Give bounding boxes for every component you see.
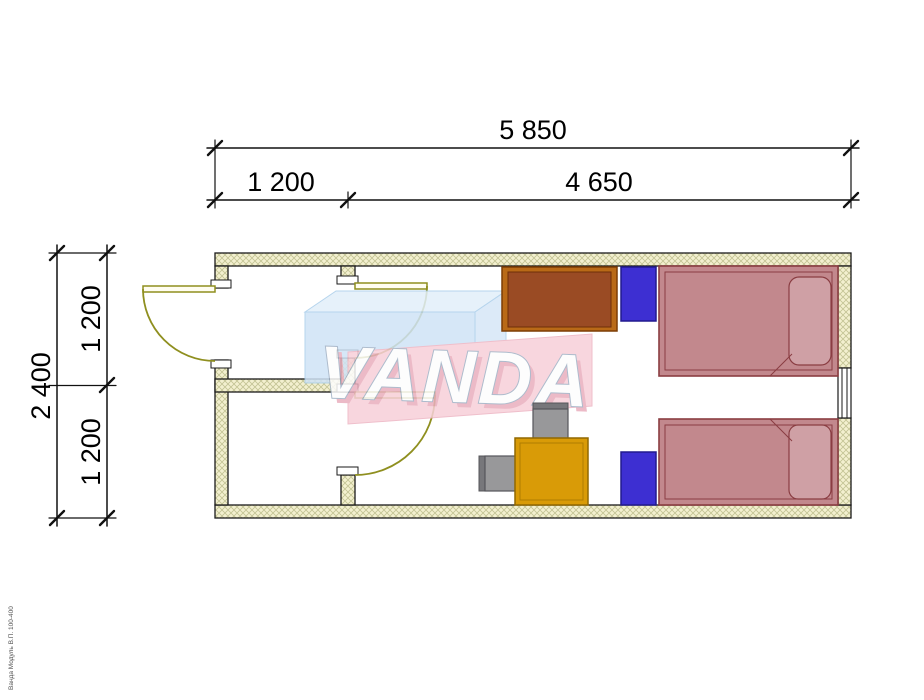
wall-right-upper bbox=[837, 265, 852, 369]
desk-top-panel bbox=[507, 271, 612, 328]
entry-door-swing-arc bbox=[142, 288, 216, 362]
window-right-wall bbox=[837, 367, 852, 419]
bed-top-blanket-line bbox=[664, 271, 833, 371]
chair-seat-top bbox=[532, 408, 569, 441]
bed-bottom-pillow bbox=[788, 424, 832, 500]
door-frame bbox=[210, 279, 232, 289]
chair-seat-left bbox=[484, 455, 517, 492]
furniture bbox=[478, 265, 839, 506]
interior-door-top-leaf bbox=[354, 282, 428, 290]
dimension-label-right-segment: 4 650 bbox=[565, 167, 633, 197]
wall-bottom bbox=[214, 504, 852, 519]
wall-top bbox=[214, 252, 852, 267]
table-inner-line bbox=[519, 442, 584, 501]
bed-bottom-fold-line bbox=[769, 418, 793, 442]
watermark-blue-top-face bbox=[303, 290, 508, 313]
wall-right-lower bbox=[837, 417, 852, 506]
bed-top-pillow bbox=[788, 276, 832, 366]
dimension-label-height-bottom: 1 200 bbox=[76, 418, 106, 486]
dimension-annotations: 5 850 1 200 4 650 2 400 1 200 1 200 bbox=[26, 115, 860, 527]
dimension-label-height-top: 1 200 bbox=[76, 285, 106, 353]
window-frame bbox=[837, 367, 852, 419]
bed-bottom-blanket-line bbox=[664, 424, 833, 500]
nightstand-top bbox=[620, 266, 657, 322]
door-frame bbox=[210, 359, 232, 369]
dimension-label-left-segment: 1 200 bbox=[247, 167, 315, 197]
corner-note: Ванда Модуль В.П. 100-400 bbox=[8, 606, 15, 690]
watermark-pink-slab bbox=[347, 333, 593, 425]
dimension-label-total-width: 5 850 bbox=[499, 115, 567, 145]
nightstand-bottom bbox=[620, 451, 657, 506]
entry-door-leaf bbox=[142, 285, 216, 293]
wall-interior-stub-bottom bbox=[340, 474, 356, 506]
table bbox=[514, 437, 589, 506]
door-frame bbox=[336, 466, 359, 476]
door-frame bbox=[336, 275, 359, 285]
bed-top-fold-line bbox=[769, 353, 793, 377]
